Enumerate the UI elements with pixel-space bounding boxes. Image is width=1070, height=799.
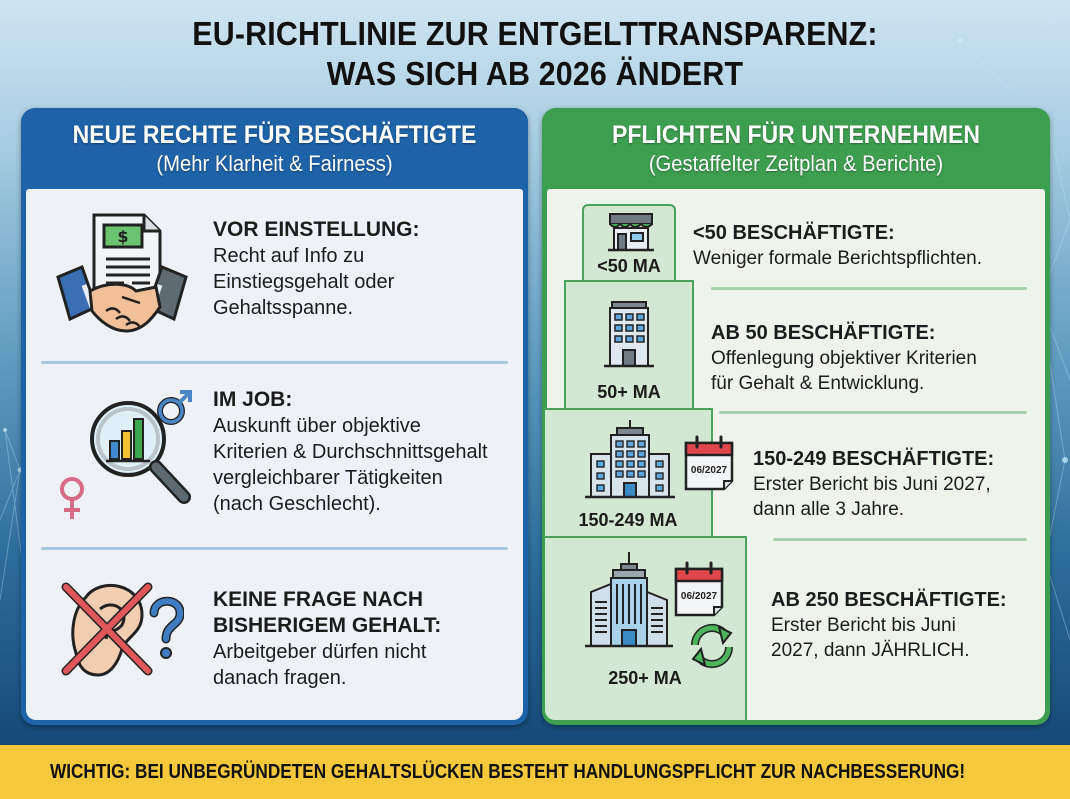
page-title: EU-RICHTLINIE ZUR ENTGELTTRANSPARENZ: WA… (43, 14, 1027, 94)
employer-obligations-subheading: (Gestaffelter Zeitplan & Berichte) (648, 151, 944, 176)
employee-rights-subheading: (Mehr Klarheit & Fairness) (156, 151, 393, 176)
office-building-icon (604, 301, 654, 368)
tier-50-plus-text: AB 50 BESCHÄFTIGTE: Offenlegung objektiv… (711, 321, 977, 396)
no-salary-history-question: KEINE FRAGE NACH BISHERIGEM GEHALT: Arbe… (26, 551, 523, 721)
tier-label: 250+ MA (608, 668, 682, 688)
before-hiring-line: Einstiegsgehalt oder (213, 271, 395, 293)
title-line-2: WAS SICH AB 2026 ÄNDERT (326, 55, 744, 92)
employee-rights-header: NEUE RECHTE FÜR BESCHÄFTIGTE (Mehr Klarh… (21, 108, 528, 188)
divider (719, 411, 1027, 414)
tier-250-plus: 250+ MA (545, 536, 747, 720)
in-job-title: IM JOB: (213, 388, 293, 411)
tier-label: <50 MA (597, 256, 661, 276)
divider (41, 547, 508, 550)
no-salary-history-line: danach fragen. (213, 667, 347, 689)
warning-banner: WICHTIG: BEI UNBEGRÜNDETEN GEHALTSLÜCKEN… (0, 745, 1070, 799)
tier-title: 150-249 BESCHÄFTIGTE: (753, 448, 995, 470)
crossed-ear-question-icon (61, 582, 184, 677)
tier-under-50: <50 MA (582, 204, 676, 282)
warning-text: WICHTIG: BEI UNBEGRÜNDETEN GEHALTSLÜCKEN… (50, 760, 966, 783)
tier-label: 150-249 MA (578, 510, 678, 530)
large-office-building-icon (585, 420, 675, 499)
no-salary-history-text: KEINE FRAGE NACH BISHERIGEM GEHALT: Arbe… (213, 587, 441, 691)
skyscraper-icon (585, 552, 673, 648)
divider (711, 287, 1027, 290)
tier-title: <50 BESCHÄFTIGTE: (693, 222, 895, 244)
calendar-icon: 06/2027 (684, 435, 734, 491)
tier-line: Offenlegung objektiver Kriterien (711, 348, 977, 369)
right-in-job: IM JOB: Auskunft über objektive Kriterie… (26, 365, 523, 550)
tier-line: Erster Bericht bis Juni 2027, (753, 474, 991, 495)
title-line-1: EU-RICHTLINIE ZUR ENTGELTTRANSPARENZ: (192, 15, 878, 52)
in-job-line: vergleichbarer Tätigkeiten (213, 467, 443, 489)
before-hiring-line: Recht auf Info zu (213, 245, 365, 267)
before-hiring-line: Gehaltsspanne. (213, 297, 354, 319)
before-hiring-title: VOR EINSTELLUNG: (213, 218, 420, 241)
in-job-line: Auskunft über objektive (213, 415, 421, 437)
small-shop-icon (608, 213, 654, 252)
employee-rights-panel: NEUE RECHTE FÜR BESCHÄFTIGTE (Mehr Klarh… (21, 108, 528, 725)
tier-250-plus-text: AB 250 BESCHÄFTIGTE: Erster Bericht bis … (771, 588, 1007, 663)
tier-line: Erster Bericht bis Juni (771, 615, 956, 636)
divider (41, 361, 508, 364)
tier-line: Weniger formale Berichtspflichten. (693, 248, 982, 269)
magnifier-gender-chart-icon (60, 390, 192, 519)
tier-150-249: 150-249 MA (545, 408, 713, 536)
tier-line: dann alle 3 Jahre. (753, 499, 905, 520)
tier-50-plus: 50+ MA (564, 280, 694, 408)
tier-line: 2027, dann JÄHRLICH. (771, 640, 970, 661)
refresh-cycle-icon (690, 623, 734, 669)
tier-title: AB 50 BESCHÄFTIGTE: (711, 322, 936, 344)
svg-text:$: $ (117, 227, 128, 246)
handshake-contract-icon: $ (56, 213, 188, 333)
no-salary-history-line: Arbeitgeber dürfen nicht (213, 641, 427, 663)
right-before-hiring: $ VOR EINSTELLUNG: Recht auf Info zu Ein… (26, 189, 523, 359)
in-job-line: (nach Geschlecht). (213, 493, 381, 515)
before-hiring-text: VOR EINSTELLUNG: Recht auf Info zu Einst… (213, 217, 420, 321)
calendar-icon: 06/2027 (674, 561, 724, 617)
tier-150-249-text: 150-249 BESCHÄFTIGTE: Erster Bericht bis… (753, 447, 994, 522)
calendar-date: 06/2027 (691, 465, 728, 476)
tier-line: für Gehalt & Entwicklung. (711, 373, 925, 394)
employee-rights-body: $ VOR EINSTELLUNG: Recht auf Info zu Ein… (26, 189, 523, 720)
employer-obligations-header: PFLICHTEN FÜR UNTERNEHMEN (Gestaffelter … (542, 108, 1050, 188)
calendar-date: 06/2027 (681, 591, 718, 602)
employer-obligations-heading: PFLICHTEN FÜR UNTERNEHMEN (612, 121, 980, 149)
tier-under-50-text: <50 BESCHÄFTIGTE: Weniger formale Berich… (693, 221, 982, 271)
employee-rights-heading: NEUE RECHTE FÜR BESCHÄFTIGTE (72, 121, 477, 149)
in-job-text: IM JOB: Auskunft über objektive Kriterie… (213, 387, 488, 517)
tier-title: AB 250 BESCHÄFTIGTE: (771, 589, 1007, 611)
employer-obligations-panel: PFLICHTEN FÜR UNTERNEHMEN (Gestaffelter … (542, 108, 1050, 725)
in-job-line: Kriterien & Durchschnittsgehalt (213, 441, 488, 463)
tier-label: 50+ MA (597, 382, 661, 402)
no-salary-history-title: KEINE FRAGE NACH (213, 588, 424, 611)
no-salary-history-title: BISHERIGEM GEHALT: (213, 614, 442, 637)
employer-obligations-body: <50 MA 50+ MA (545, 189, 1045, 720)
divider (773, 538, 1027, 541)
